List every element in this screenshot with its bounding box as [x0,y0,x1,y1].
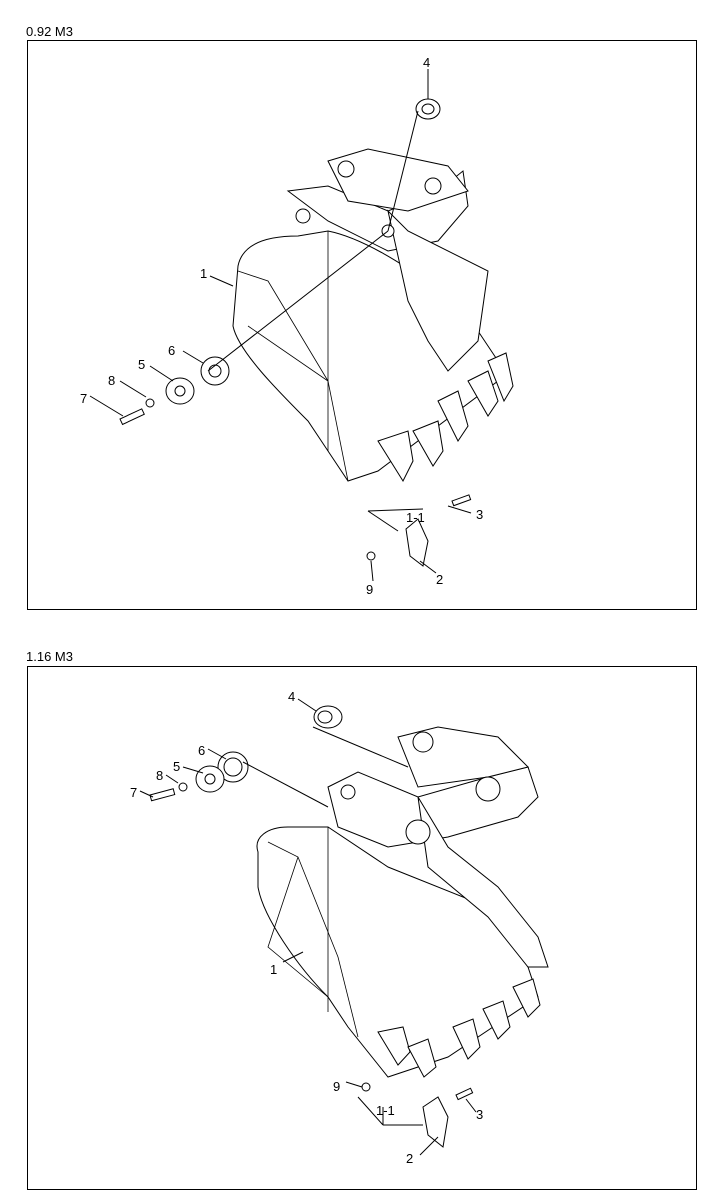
mounting-bracket [286,148,489,372]
bucket-teeth [377,978,541,1078]
callout-4: 4 [423,55,430,70]
panel-2-title: 1.16 M3 [26,649,73,664]
callout-1-1: 1-1 [376,1103,395,1118]
part-7-bolt [149,788,176,802]
callout-9: 9 [333,1079,340,1094]
bucket-body [256,826,539,1078]
callout-7: 7 [80,391,87,406]
bucket-diagram-116: 4 6 5 8 7 1 9 1-1 3 2 [130,689,549,1166]
panel-1-frame: 4 1 6 5 8 7 1-1 3 2 9 [27,40,697,610]
mounting-bracket [327,726,549,968]
part-7-bolt [119,408,145,426]
callout-1: 1 [200,266,207,281]
callout-8: 8 [156,768,163,783]
part-2-tooth [405,518,429,567]
callout-5: 5 [173,759,180,774]
callout-2: 2 [436,572,443,587]
part-9-lock [366,551,376,561]
panel-2-frame: 4 6 5 8 7 1 9 1-1 3 2 [27,666,697,1190]
bucket-teeth [377,352,514,483]
leader-lines [139,698,477,1156]
callout-3: 3 [476,1107,483,1122]
part-4-bushing [313,705,343,729]
part-4-bushing [415,98,441,120]
part-8-spring-washer [178,782,188,792]
panel-1-title: 0.92 M3 [26,24,73,39]
callout-3: 3 [476,507,483,522]
part-5-plate [195,765,225,793]
part-2-tooth [422,1096,449,1148]
callout-1: 1 [270,962,277,977]
part-6-shim [217,751,249,783]
callout-2: 2 [406,1151,413,1166]
callout-9: 9 [366,582,373,597]
part-3-pin [451,494,472,507]
callout-6: 6 [168,343,175,358]
callout-4: 4 [288,689,295,704]
part-9-lock [361,1082,371,1092]
callout-7: 7 [130,785,137,800]
leader-lines [89,69,472,582]
callout-5: 5 [138,357,145,372]
part-5-plate [165,377,195,405]
bucket-diagram-092: 4 1 6 5 8 7 1-1 3 2 9 [80,55,514,597]
part-3-pin [455,1087,474,1101]
callout-6: 6 [198,743,205,758]
callout-1-1: 1-1 [406,510,425,525]
part-8-spring-washer [145,398,155,408]
callout-8: 8 [108,373,115,388]
part-6-washer [200,356,230,386]
